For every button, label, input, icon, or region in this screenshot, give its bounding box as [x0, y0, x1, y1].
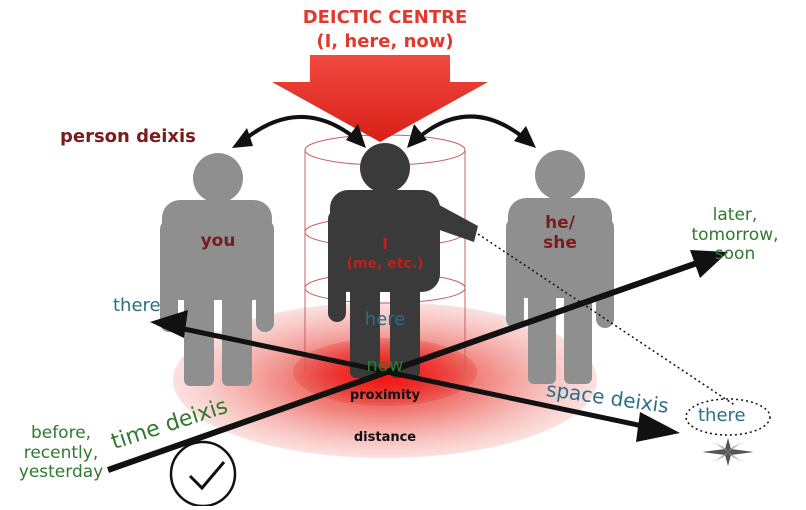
distance-label: distance — [353, 430, 417, 445]
curved-arrow-icon — [242, 114, 526, 142]
proximity-label: proximity — [349, 388, 421, 403]
i-label: I — [382, 235, 388, 253]
person-figure-heshe — [506, 150, 614, 384]
person-deixis-label: person deixis — [60, 126, 196, 147]
i-sub-label: (me, etc.) — [346, 256, 424, 272]
down-arrow-icon — [272, 55, 488, 142]
heshe-label: he/ she — [543, 213, 577, 253]
before-label: before, recently, yesterday — [18, 423, 104, 483]
there-right-label: there — [698, 405, 746, 426]
time-axis — [107, 250, 728, 473]
you-label: you — [200, 231, 236, 251]
there-left-label: there — [113, 295, 161, 316]
now-label: now — [366, 355, 404, 376]
clock-icon — [169, 440, 237, 508]
curved-arrow-heads — [232, 124, 536, 148]
pointing-line — [477, 233, 737, 407]
here-label: here — [364, 309, 406, 330]
diagram-subtitle: (I, here, now) — [316, 31, 454, 52]
person-figure-i — [328, 143, 478, 378]
diagram-title: DEICTIC CENTRE — [302, 7, 468, 28]
space-axis — [150, 310, 680, 442]
person-figure-you — [160, 153, 274, 386]
compass-rose-icon — [702, 438, 754, 466]
later-label: later, tomorrow, soon — [691, 205, 779, 265]
there-target-ring — [685, 398, 771, 436]
